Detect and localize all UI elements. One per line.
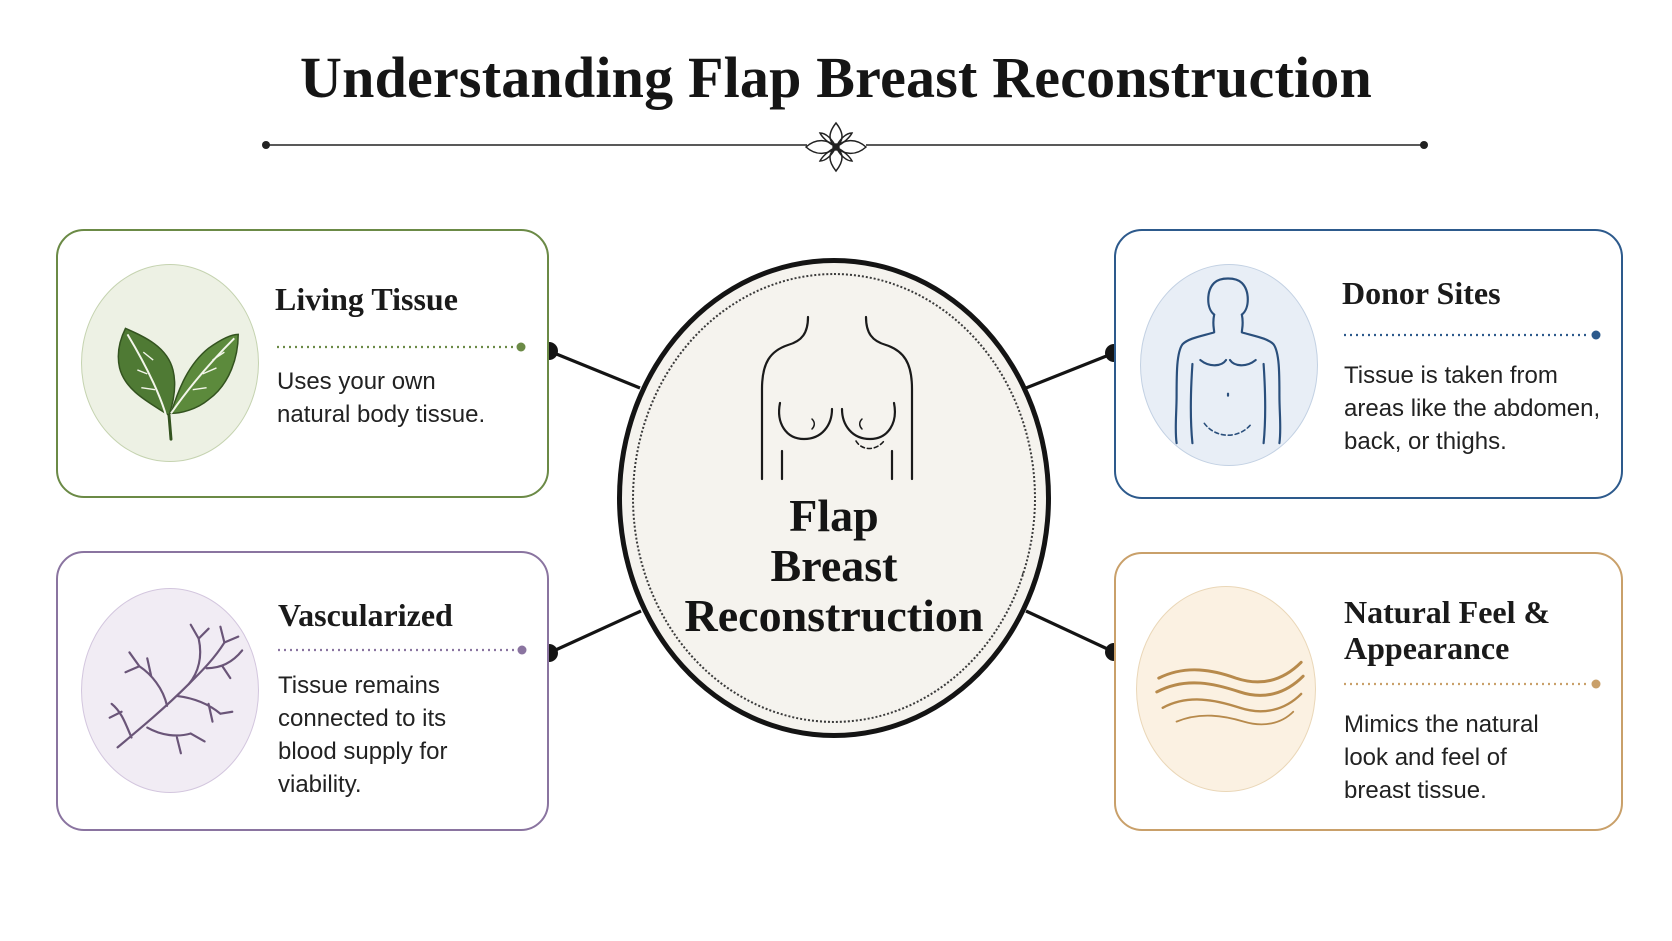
title-divider — [262, 141, 1428, 149]
connector-donor — [1025, 344, 1123, 390]
dotted-rule — [277, 342, 526, 352]
torso-outline-icon — [760, 315, 914, 481]
connector-living — [540, 342, 641, 390]
leaf-icon-badge — [81, 264, 259, 462]
card-title: Natural Feel & Appearance — [1344, 594, 1551, 666]
center-label: Flap Breast Reconstruction — [622, 491, 1046, 641]
center-label-line: Breast — [770, 540, 898, 591]
page-title: Understanding Flap Breast Reconstruction — [300, 45, 1372, 110]
dotted-rule — [278, 645, 527, 655]
blood-vessel-icon-badge — [81, 588, 259, 793]
card-body: Mimics the natural look and feel of brea… — [1344, 711, 1539, 804]
card-title: Living Tissue — [275, 281, 458, 317]
flourish-icon — [804, 121, 868, 173]
wave-icon — [1155, 660, 1305, 726]
wave-icon-badge — [1136, 586, 1316, 792]
center-dotted-ring — [632, 273, 1036, 723]
human-body-icon — [1174, 277, 1282, 445]
center-hub: Flap Breast Reconstruction — [617, 258, 1051, 738]
dotted-rule — [1344, 679, 1601, 689]
blood-vessel-icon — [108, 623, 244, 755]
center-label-line: Flap — [789, 490, 879, 541]
human-body-icon-badge — [1140, 264, 1318, 466]
leaf-icon — [117, 327, 239, 441]
card-vascularized: Vascularized Tissue remains connected to… — [56, 551, 549, 831]
center-label-line: Reconstruction — [684, 590, 984, 641]
card-living-tissue: Living Tissue Uses your own natural body… — [56, 229, 549, 498]
card-title: Vascularized — [278, 597, 453, 633]
dotted-rule — [1344, 330, 1601, 340]
card-body: Tissue is taken from areas like the abdo… — [1344, 362, 1601, 455]
card-body: Uses your own natural body tissue. — [277, 368, 486, 428]
card-body: Tissue remains connected to its blood su… — [278, 672, 448, 798]
card-natural-feel: Natural Feel & Appearance Mimics the nat… — [1114, 552, 1623, 831]
card-donor-sites: Donor Sites Tissue is taken from areas l… — [1114, 229, 1623, 499]
card-title: Donor Sites — [1342, 275, 1501, 311]
